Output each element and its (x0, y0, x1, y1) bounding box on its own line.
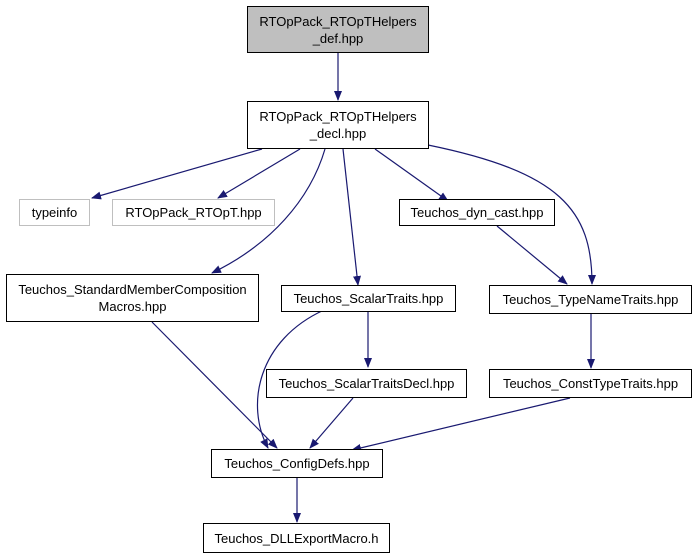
edge-scalar-to-config (256, 309, 325, 449)
node-rtopthelpers-def[interactable]: RTOpPack_RTOpTHelpers _def.hpp (247, 6, 429, 53)
edge-decl-to-dyncast (374, 148, 449, 202)
node-typeinfo: typeinfo (19, 199, 90, 226)
node-type-name-traits[interactable]: Teuchos_TypeNameTraits.hpp (489, 285, 692, 314)
edge-dyncast-to-typename (496, 225, 568, 285)
edge-decl-to-typename (427, 144, 596, 285)
edge-decl-to-stdmember (211, 148, 326, 274)
edge-scalardecl-to-config (309, 397, 354, 449)
edge-decl-to-rtopt (217, 148, 301, 199)
node-dyn-cast[interactable]: Teuchos_dyn_cast.hpp (399, 199, 555, 226)
node-config-defs[interactable]: Teuchos_ConfigDefs.hpp (211, 449, 383, 478)
node-scalar-traits-decl[interactable]: Teuchos_ScalarTraitsDecl.hpp (266, 369, 467, 398)
edge-decl-to-scalar (342, 148, 361, 286)
edge-decl-to-typeinfo (91, 148, 263, 200)
node-dll-export-macro[interactable]: Teuchos_DLLExportMacro.h (203, 523, 390, 553)
node-scalar-traits[interactable]: Teuchos_ScalarTraits.hpp (281, 285, 456, 312)
node-rtopt: RTOpPack_RTOpT.hpp (112, 199, 275, 226)
edge-consttype-to-config (351, 397, 571, 452)
node-standard-member-composition-macros[interactable]: Teuchos_StandardMemberComposition Macros… (6, 274, 259, 322)
node-rtopthelpers-decl[interactable]: RTOpPack_RTOpTHelpers _decl.hpp (247, 101, 429, 149)
node-const-type-traits[interactable]: Teuchos_ConstTypeTraits.hpp (489, 369, 692, 398)
edge-stdmember-to-config (151, 321, 278, 449)
